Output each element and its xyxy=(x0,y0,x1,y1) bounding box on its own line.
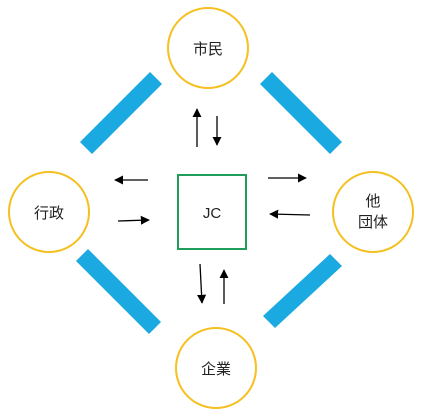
connector-bar-bottom-right xyxy=(263,254,342,328)
connector-bar-top-right xyxy=(260,72,342,154)
node-bottom-circle xyxy=(175,327,257,409)
node-top-label: 市民 xyxy=(193,40,223,58)
node-right-circle xyxy=(332,171,414,253)
node-top-circle xyxy=(167,7,249,89)
arrow-center-to-bottom xyxy=(197,263,207,304)
arrow-right-to-center xyxy=(269,209,311,219)
node-right-label-line2: 団体 xyxy=(358,213,388,231)
arrow-left-to-center xyxy=(117,215,150,225)
connector-bar-bottom-left xyxy=(76,249,161,334)
connector-bar-top-left xyxy=(80,72,162,154)
node-right: 他 団体 xyxy=(332,171,414,253)
node-top: 市民 xyxy=(167,7,249,89)
node-left-circle xyxy=(8,171,90,253)
node-left-label: 行政 xyxy=(34,204,64,222)
node-right-label-line1: 他 xyxy=(365,192,380,210)
center-box xyxy=(177,174,247,250)
node-left: 行政 xyxy=(8,171,90,253)
node-bottom: 企業 xyxy=(175,327,257,409)
center-node: JC xyxy=(177,174,247,250)
center-label: JC xyxy=(203,205,222,222)
connector-bars xyxy=(76,72,342,334)
node-bottom-label: 企業 xyxy=(201,360,231,378)
arrows xyxy=(114,108,311,304)
